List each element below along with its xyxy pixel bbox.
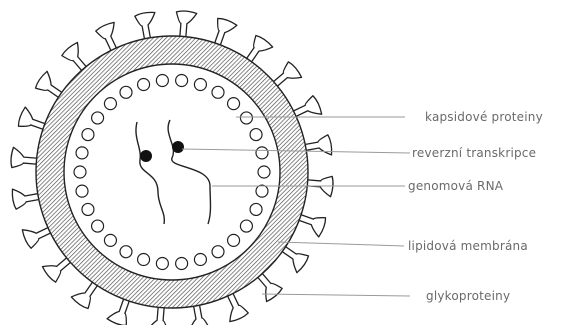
- capsid-protein-bead: [256, 147, 268, 159]
- capsid-protein-bead: [76, 147, 88, 159]
- capsid-protein-bead: [92, 220, 104, 232]
- capsid-protein-bead: [240, 112, 252, 124]
- reverse-transcriptase-dot-1: [140, 150, 152, 162]
- capsid-protein-bead: [194, 79, 206, 91]
- capsid-protein-bead: [156, 75, 168, 87]
- capsid-protein-bead: [258, 166, 270, 178]
- label-glycoproteins: glykoproteiny: [426, 289, 510, 303]
- label-reverse-transcriptase: reverzní transkripce: [412, 146, 536, 160]
- capsid-protein-bead: [212, 86, 224, 98]
- capsid-protein-bead: [228, 234, 240, 246]
- capsid-protein-bead: [76, 185, 88, 197]
- capsid-protein-bead: [82, 203, 94, 215]
- capsid-protein-bead: [120, 246, 132, 258]
- capsid-protein-bead: [156, 257, 168, 269]
- inner-core: [64, 64, 280, 280]
- reverse-transcriptase-dot-2: [172, 141, 184, 153]
- capsid-protein-bead: [212, 246, 224, 258]
- capsid-protein-bead: [256, 185, 268, 197]
- capsid-protein-bead: [250, 129, 262, 141]
- label-genomic-rna: genomová RNA: [408, 179, 504, 193]
- capsid-protein-bead: [176, 257, 188, 269]
- capsid-protein-bead: [82, 129, 94, 141]
- capsid-protein-bead: [176, 75, 188, 87]
- capsid-protein-bead: [250, 203, 262, 215]
- capsid-protein-bead: [104, 98, 116, 110]
- capsid-protein-bead: [104, 234, 116, 246]
- capsid-protein-bead: [194, 253, 206, 265]
- capsid-protein-bead: [120, 86, 132, 98]
- label-lipid-membrane: lipidová membrána: [408, 239, 528, 253]
- leader-lipid-membrane: [278, 242, 404, 246]
- capsid-protein-bead: [92, 112, 104, 124]
- leader-glycoproteins: [262, 294, 410, 296]
- capsid-protein-bead: [74, 166, 86, 178]
- label-capsid-proteins: kapsidové proteiny: [425, 110, 543, 124]
- capsid-protein-bead: [138, 79, 150, 91]
- capsid-protein-bead: [228, 98, 240, 110]
- capsid-protein-bead: [138, 253, 150, 265]
- capsid-protein-bead: [240, 220, 252, 232]
